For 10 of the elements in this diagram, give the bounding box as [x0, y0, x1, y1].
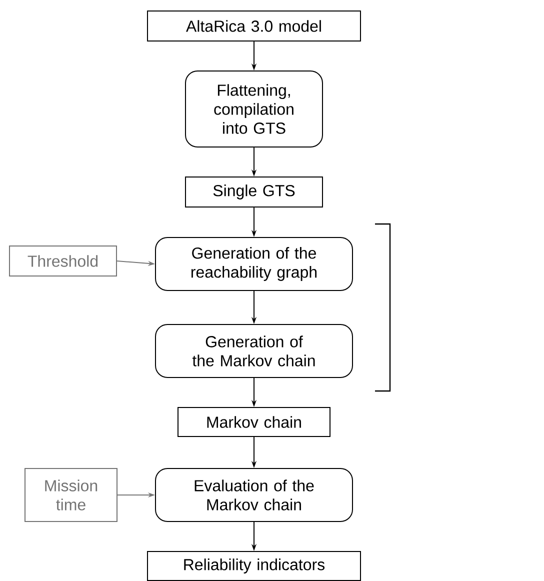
- process-box: Evaluation of the Markov chain: [155, 468, 353, 522]
- parameter-box: Mission time: [24, 468, 118, 522]
- process-box: Generation of the Markov chain: [155, 324, 353, 378]
- output-box: Markov chain: [178, 407, 330, 437]
- parameter-box: Threshold: [9, 246, 117, 276]
- input-box: AltaRica 3.0 model: [147, 10, 361, 42]
- output-box: Single GTS: [185, 176, 323, 208]
- process-box: Generation of the reachability graph: [155, 237, 353, 291]
- output-box: Reliability indicators: [147, 551, 361, 581]
- process-box: Flattening, compilation into GTS: [185, 70, 323, 148]
